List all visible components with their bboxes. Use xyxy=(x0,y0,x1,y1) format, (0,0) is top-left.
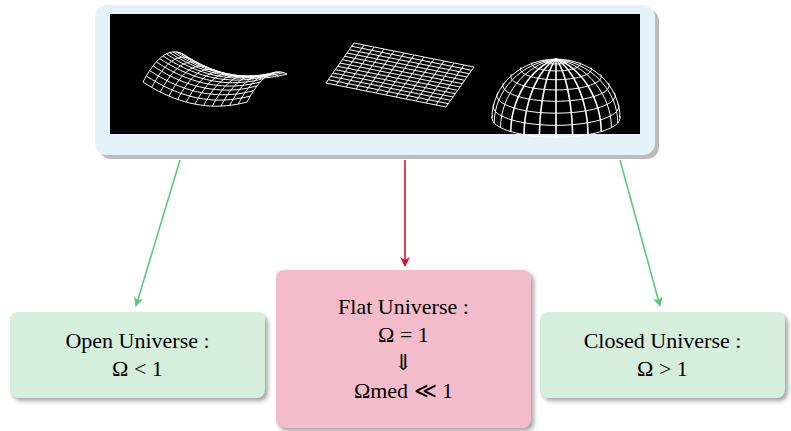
wire-line xyxy=(544,60,569,64)
wire-line xyxy=(173,52,277,76)
wire-line xyxy=(503,83,609,101)
wire-line xyxy=(230,75,270,105)
wire-line xyxy=(195,74,235,104)
wire-line xyxy=(176,52,280,76)
box-heading: Open Universe : xyxy=(65,327,209,355)
wire-line xyxy=(347,53,467,77)
flat-universe-box: Flat Universe :Ω = 1⇓Ωmed ≪ 1 xyxy=(276,270,531,428)
arrow-closed xyxy=(620,160,660,306)
wire-line xyxy=(492,59,556,118)
wire-line xyxy=(183,54,287,78)
wire-line xyxy=(340,63,460,87)
box-text: Ω = 1 xyxy=(378,321,429,349)
wire-line xyxy=(352,46,472,70)
wire-line xyxy=(247,72,287,102)
wire-line xyxy=(342,60,462,84)
box-text: Ωmed ≪ 1 xyxy=(354,377,453,405)
wire-line xyxy=(446,67,474,107)
wire-line xyxy=(521,67,592,79)
wire-line xyxy=(511,74,601,90)
wire-line xyxy=(354,43,474,67)
box-text: Ω < 1 xyxy=(112,355,163,383)
wire-line xyxy=(511,59,556,132)
wire-line xyxy=(497,93,615,113)
wire-line xyxy=(556,59,611,128)
closed-universe-box: Closed Universe :Ω > 1 xyxy=(540,312,785,398)
wire-line xyxy=(532,63,581,71)
wire-line xyxy=(406,59,434,99)
arrow-open xyxy=(136,160,180,306)
wire-line xyxy=(416,61,444,101)
wire-line xyxy=(180,53,284,77)
open-universe-box: Open Universe :Ω < 1 xyxy=(10,312,265,398)
arrow-flat xyxy=(404,160,406,266)
box-text: Ω > 1 xyxy=(637,355,688,383)
wire-line xyxy=(501,59,556,128)
image-background xyxy=(110,14,640,134)
image-frame xyxy=(95,5,655,155)
wire-line xyxy=(492,115,620,137)
wire-line xyxy=(349,50,469,74)
box-heading: Flat Universe : xyxy=(338,293,469,321)
wire-line xyxy=(493,104,619,126)
wire-line xyxy=(436,65,464,105)
wireframe-surfaces xyxy=(143,43,620,137)
wire-line xyxy=(345,56,465,80)
box-heading: Closed Universe : xyxy=(584,327,742,355)
box-text: ⇓ xyxy=(394,349,412,377)
wire-line xyxy=(396,57,424,97)
wire-line xyxy=(426,63,454,103)
